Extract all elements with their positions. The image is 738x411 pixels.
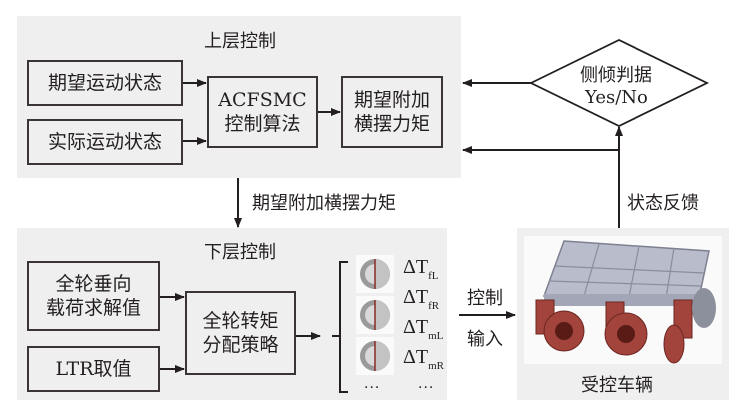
wheel-icon (356, 337, 394, 375)
control-algorithm-label: 控制算法 (224, 113, 301, 135)
torque-mr: ΔTmR (403, 346, 444, 372)
desired-motion-state-box: 期望运动状态 (27, 60, 183, 106)
vehicle-image (524, 236, 722, 364)
control-input-line2: 输入 (467, 329, 503, 350)
acfsmc-controller-box: ACFSMC 控制算法 (207, 76, 318, 148)
yes-no-label: Yes/No (585, 87, 648, 108)
wheel-icon (356, 296, 394, 334)
rollover-criterion-diamond (528, 38, 710, 128)
torque-fl: ΔTfL (403, 256, 439, 282)
control-input-line1: 控制 (467, 288, 503, 309)
torque-fr: ΔTfR (403, 286, 440, 312)
wheel-icon (356, 255, 394, 293)
torque-ellipsis: ··· (418, 380, 435, 396)
desired-moment-line1: 期望附加 (353, 89, 430, 111)
torque-allocation-box: 全轮转矩 分配策略 (185, 291, 296, 375)
vertical-load-box: 全轮垂向 载荷求解值 (27, 261, 160, 331)
torque-allocation-line2: 分配策略 (202, 334, 279, 356)
rollover-criterion-label: 侧倾判据 (580, 65, 652, 86)
actual-motion-state-box: 实际运动状态 (27, 119, 183, 165)
vertical-load-line2: 载荷求解值 (45, 297, 141, 319)
controlled-vehicle-label: 受控车辆 (581, 375, 653, 396)
state-feedback-label: 状态反馈 (627, 193, 699, 214)
torque-ml: ΔTmL (403, 316, 444, 342)
acfsmc-label: ACFSMC (218, 89, 307, 111)
desired-moment-line2: 横摆力矩 (353, 113, 430, 135)
actual-motion-state-label: 实际运动状态 (47, 131, 162, 153)
torque-allocation-line1: 全轮转矩 (202, 310, 279, 332)
torque-bracket (332, 261, 348, 393)
vertical-load-line1: 全轮垂向 (55, 273, 132, 295)
ltr-value-label: LTR取值 (55, 358, 132, 380)
upper-control-title: 上层控制 (204, 31, 276, 52)
lower-control-title: 下层控制 (204, 242, 276, 263)
desired-yaw-moment-label: 期望附加横摆力矩 (252, 193, 396, 214)
wheel-ellipsis: ··· (364, 380, 381, 396)
desired-yaw-moment-box: 期望附加 横摆力矩 (341, 76, 443, 148)
desired-motion-state-label: 期望运动状态 (47, 72, 162, 94)
vehicle-render-icon (535, 240, 716, 364)
ltr-value-box: LTR取值 (27, 346, 160, 392)
